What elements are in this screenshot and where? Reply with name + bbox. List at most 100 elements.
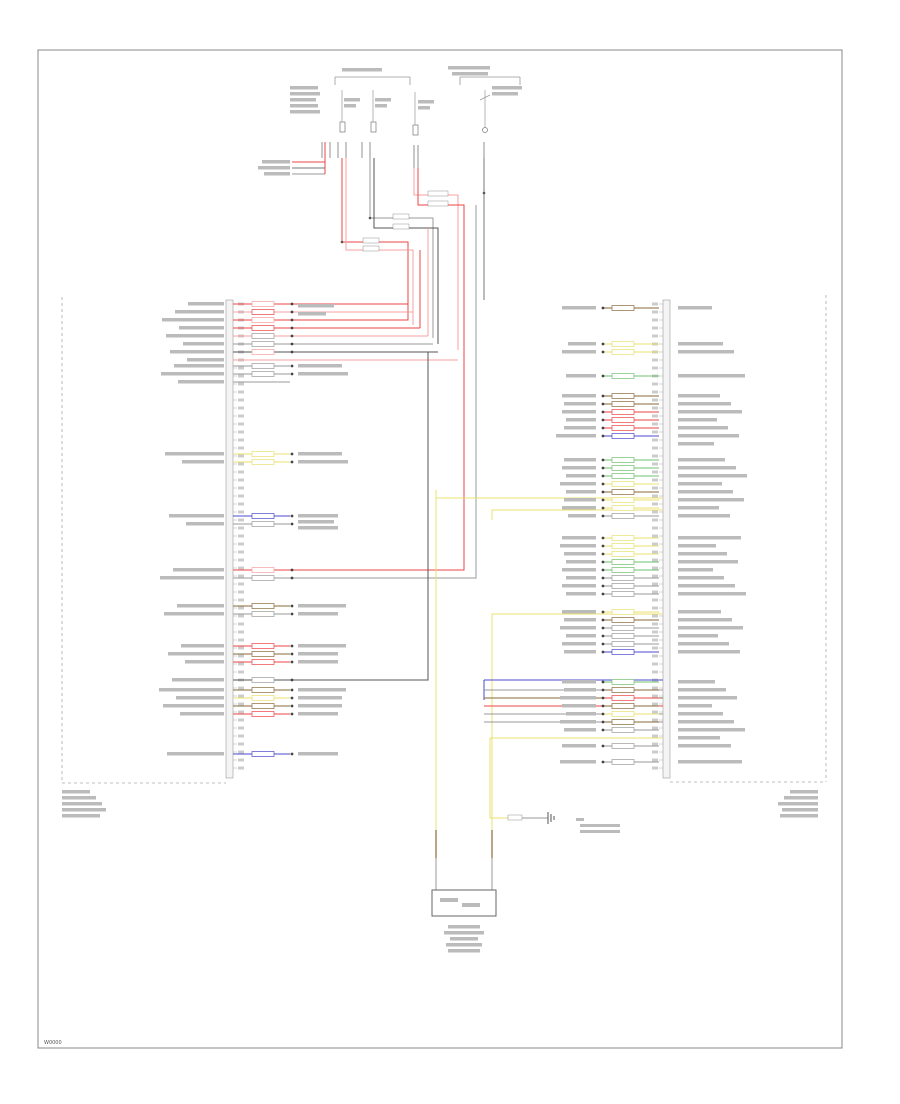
right-pin-label (678, 584, 735, 588)
left-wire-tag (251, 459, 275, 465)
left-wire-terminal (290, 678, 294, 682)
left-pin-label (174, 364, 224, 368)
right-pin-number (652, 686, 658, 690)
right-pin-label (678, 434, 739, 438)
right-destination-label (560, 760, 596, 764)
right-pin-label (678, 482, 722, 486)
left-wire-tag (251, 687, 275, 693)
left-wire-terminal (290, 334, 294, 338)
left-wire-terminal (290, 342, 294, 346)
right-wire-terminal (601, 552, 605, 556)
right-control-module (652, 295, 827, 818)
right-pin-number (652, 630, 658, 634)
left-pin-number (238, 446, 244, 450)
right-destination-label (564, 650, 596, 654)
right-wire-terminal (601, 688, 605, 692)
left-pin-label (169, 514, 224, 518)
right-destination-labels (556, 306, 596, 764)
right-pin-number (652, 606, 658, 610)
right-wire-terminal (601, 394, 605, 398)
right-wire-terminal (601, 498, 605, 502)
right-pin-number (652, 382, 658, 386)
left-pin-label (164, 612, 224, 616)
right-destination-label (562, 584, 596, 588)
left-pin-number (238, 574, 244, 578)
left-wire-tag (251, 521, 275, 527)
right-connector-pins (652, 302, 663, 770)
left-wire-terminal (290, 696, 294, 700)
right-pin-label (678, 560, 738, 564)
left-destination-label (298, 372, 348, 376)
right-pin-number (652, 430, 658, 434)
right-pin-number (652, 494, 658, 498)
left-wire-terminal (290, 372, 294, 376)
left-pin-number (238, 550, 244, 554)
left-pin-label (168, 652, 224, 656)
right-wire-tag (611, 417, 635, 423)
left-wire-tag (251, 751, 275, 757)
left-destination-label (298, 688, 346, 692)
left-wire-terminal (290, 460, 294, 464)
right-pin-label (678, 634, 718, 638)
right-wire-stubs (601, 305, 659, 765)
left-pin-number (238, 742, 244, 746)
right-pin-number (652, 742, 658, 746)
left-pin-number (238, 382, 244, 386)
right-pin-number (652, 726, 658, 730)
right-pin-label (678, 458, 725, 462)
left-wire-terminal (290, 644, 294, 648)
right-wire-terminal (601, 680, 605, 684)
left-pin-label (175, 310, 224, 314)
right-wire-terminal (601, 426, 605, 430)
right-destination-label (568, 514, 596, 518)
right-wire-tag (611, 617, 635, 623)
right-pin-number (652, 734, 658, 738)
left-wire-terminal (290, 302, 294, 306)
right-wire-terminal (601, 402, 605, 406)
right-wire-terminal (601, 434, 605, 438)
right-wire-terminal (601, 482, 605, 486)
left-pin-label (181, 644, 224, 648)
right-pin-number (652, 702, 658, 706)
right-wire-terminal (601, 610, 605, 614)
right-destination-label (562, 568, 596, 572)
power-distribution-top (292, 76, 521, 356)
left-pin-number (238, 486, 244, 490)
right-pin-label (678, 552, 727, 556)
right-pin-number (652, 662, 658, 666)
right-pin-number (652, 438, 658, 442)
left-wire-terminal (290, 364, 294, 368)
right-destination-label (566, 634, 596, 638)
left-destination-label (298, 712, 338, 716)
right-wire-tag (611, 465, 635, 471)
right-pin-number (652, 574, 658, 578)
right-pin-label (678, 744, 731, 748)
right-wire-terminal (601, 374, 605, 378)
left-pin-labels (159, 302, 224, 756)
fuse-1 (339, 121, 346, 133)
right-wire-tag (611, 625, 635, 631)
diagram-code: W0000 (44, 1040, 62, 1046)
left-pin-number (238, 398, 244, 402)
right-pin-label (678, 402, 731, 406)
top-labels (258, 66, 522, 176)
left-wire-tag (251, 611, 275, 617)
left-control-module (61, 297, 244, 818)
right-destination-label (564, 458, 596, 462)
left-pin-number (238, 670, 244, 674)
left-destination-label (298, 312, 326, 316)
left-wire-tag (251, 513, 275, 519)
right-destination-label (560, 482, 596, 486)
right-pin-number (652, 366, 658, 370)
right-wire-terminal (601, 490, 605, 494)
right-wire-terminal (601, 720, 605, 724)
right-pin-label (678, 592, 746, 596)
left-wire-tag (251, 567, 275, 573)
right-wire-tag (611, 393, 635, 399)
right-pin-label (678, 514, 730, 518)
right-destination-label (566, 560, 596, 564)
right-wire-terminal (601, 568, 605, 572)
left-pin-number (238, 566, 244, 570)
right-pin-number (652, 462, 658, 466)
right-pin-number (652, 326, 658, 330)
